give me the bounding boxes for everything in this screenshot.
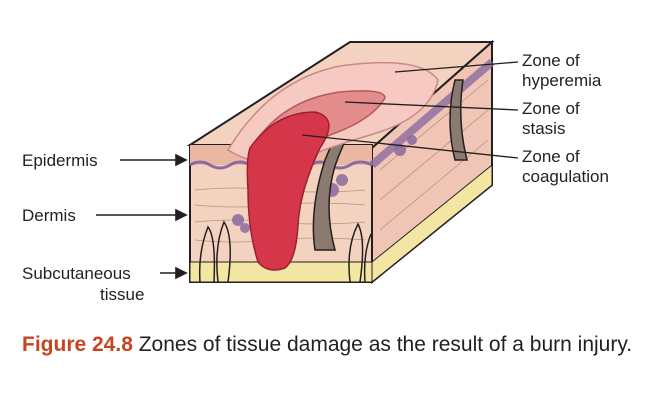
hair-follicles xyxy=(198,220,372,283)
label-stasis: Zone of stasis xyxy=(522,99,584,138)
layer-arrows xyxy=(96,153,188,280)
zone-coagulation xyxy=(246,111,330,271)
figure-caption: Figure 24.8 Zones of tissue damage as th… xyxy=(22,331,652,359)
epidermis-side-band xyxy=(369,58,495,169)
label-epidermis: Epidermis xyxy=(22,151,98,170)
burn-zones-diagram: Zone of hyperemia Zone of stasis Zone of… xyxy=(22,39,609,304)
label-subcutaneous: Subcutaneous tissue xyxy=(22,264,144,304)
label-coagulation: Zone of coagulation xyxy=(522,147,609,186)
label-hyperemia: Zone of hyperemia xyxy=(522,51,602,90)
subcutaneous-side-layer xyxy=(371,163,493,284)
figure-number: Figure 24.8 xyxy=(22,333,133,356)
label-dermis: Dermis xyxy=(22,206,76,225)
caption-text: Zones of tissue damage as the result of … xyxy=(138,333,633,356)
zone-leader-lines xyxy=(301,61,519,159)
hair-shaft-side xyxy=(449,79,468,161)
